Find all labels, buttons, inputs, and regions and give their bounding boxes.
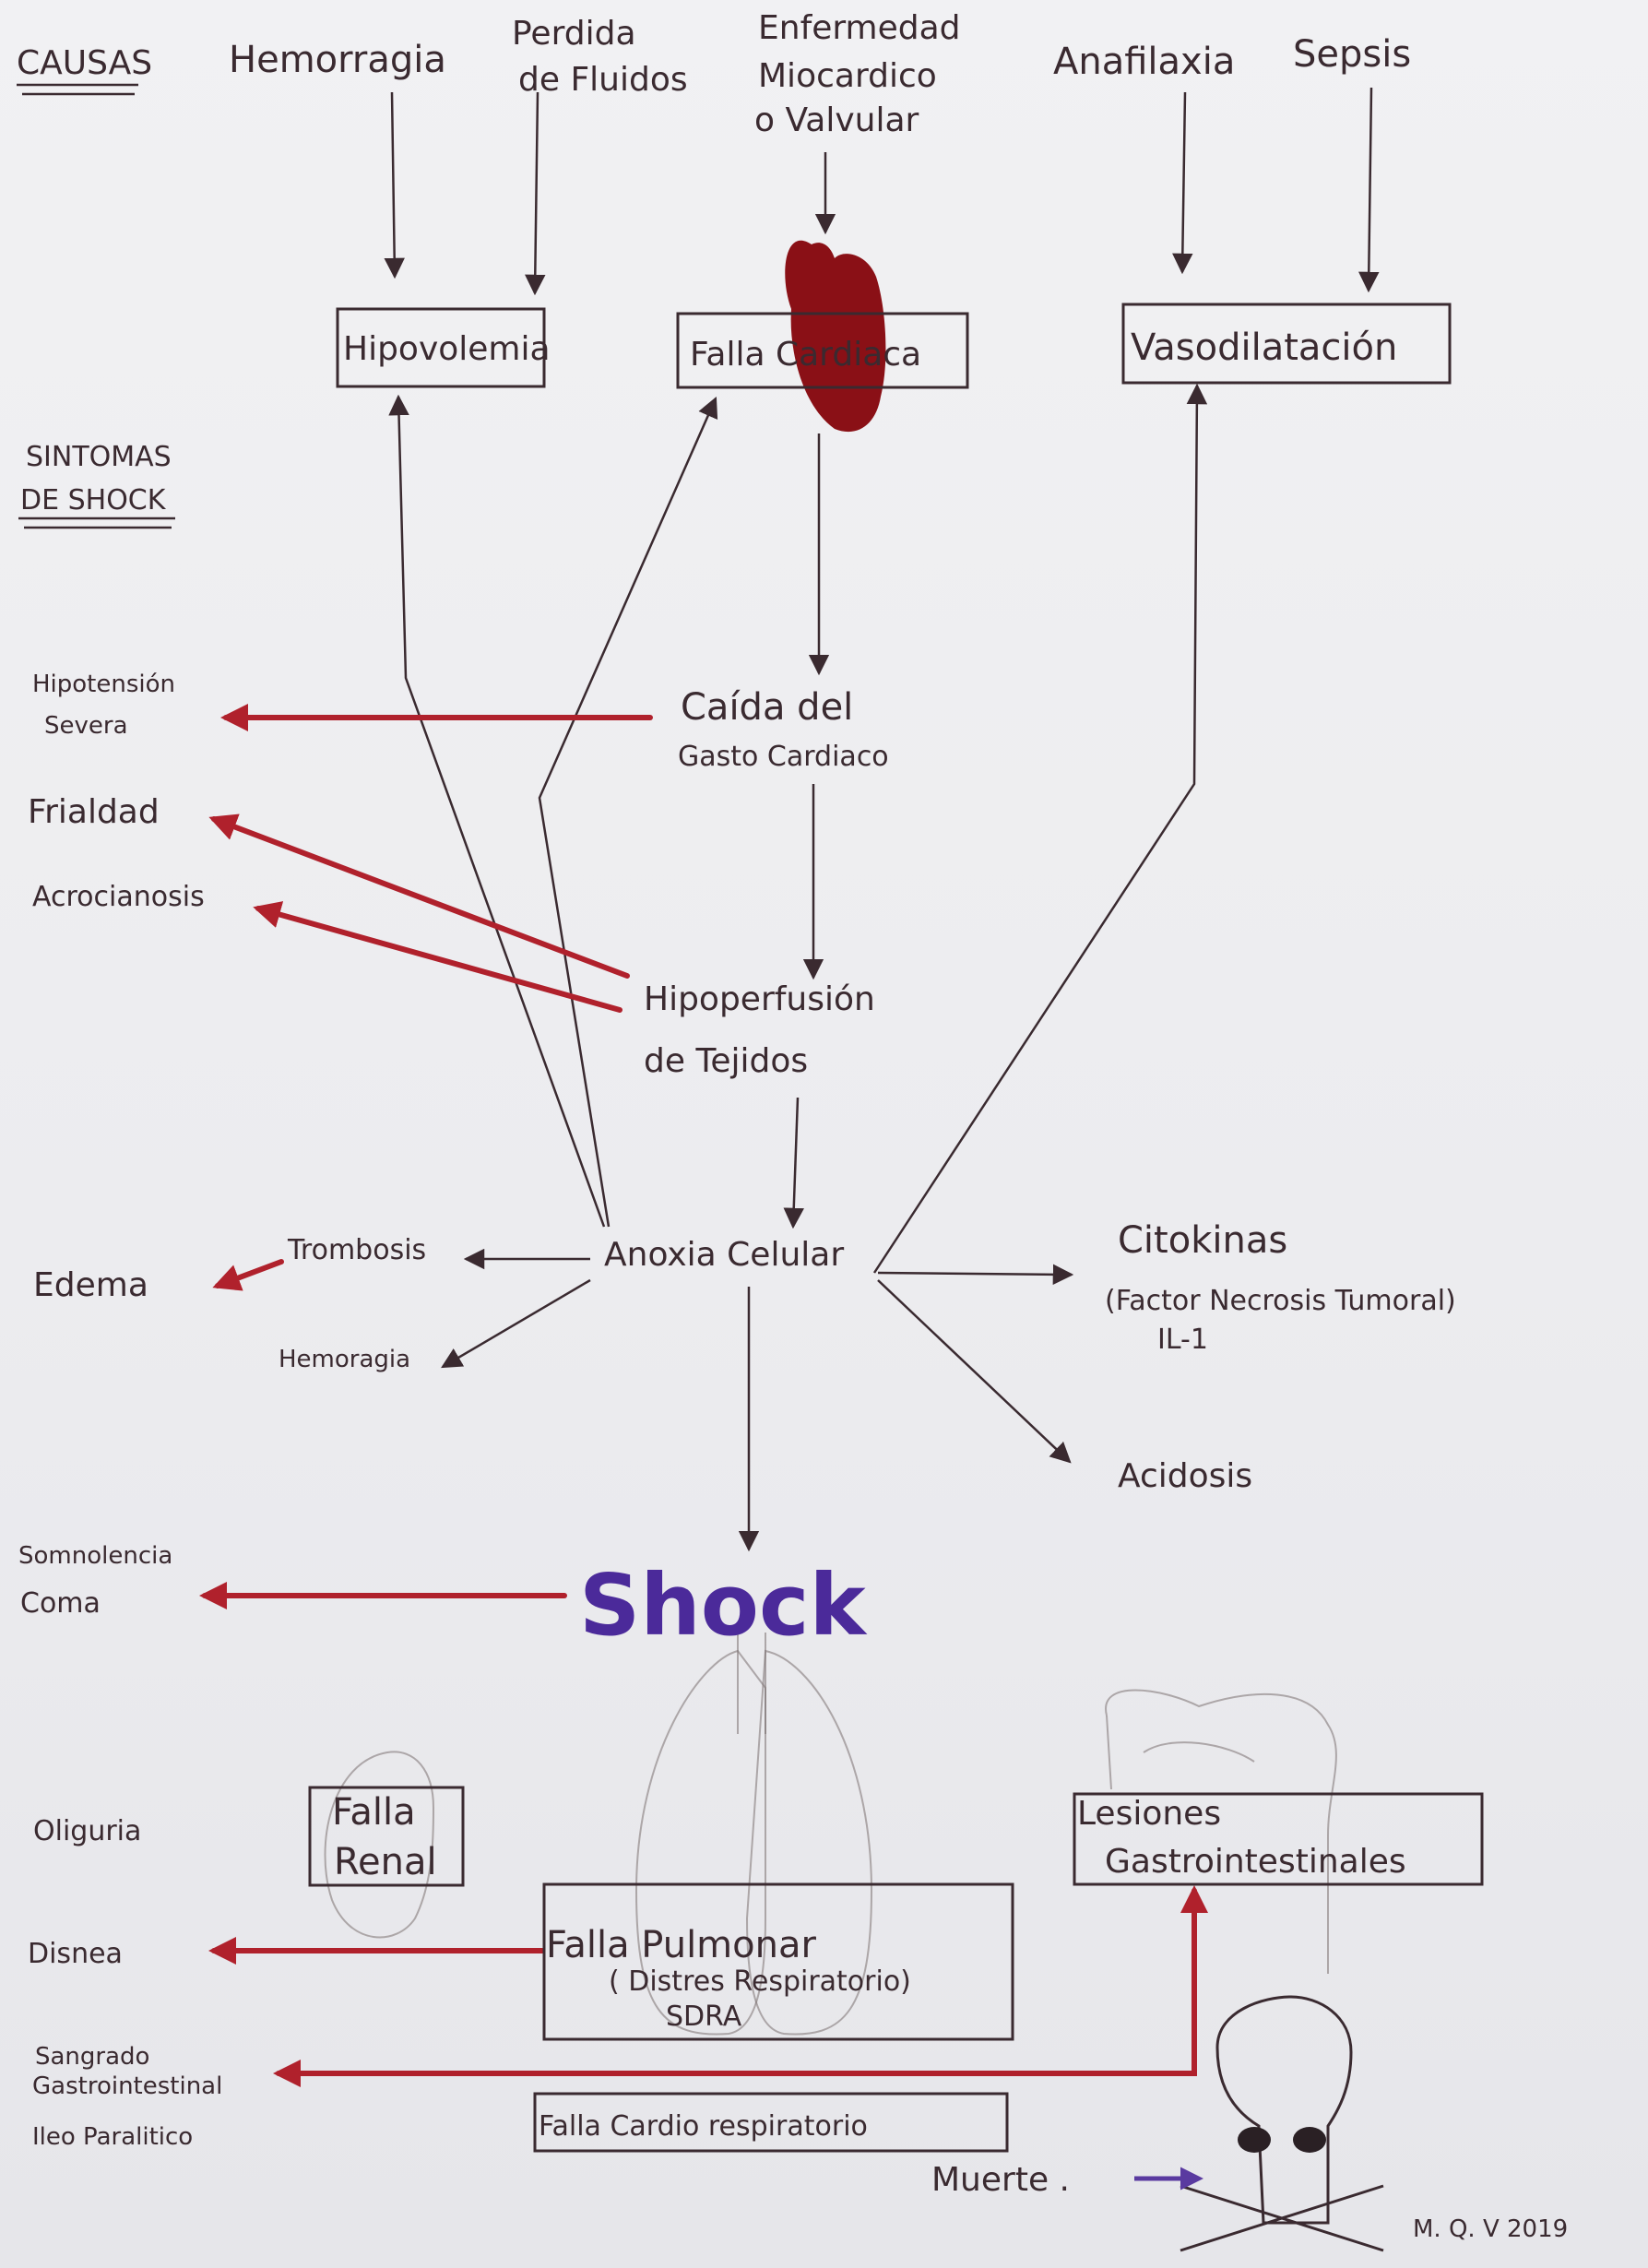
skull-icon xyxy=(1180,1995,1384,2252)
symptom-ileo: Ileo Paralitico xyxy=(32,2123,193,2151)
sintomas-underline xyxy=(18,517,175,529)
lesiones-label: Lesiones xyxy=(1077,1795,1221,1833)
symptom-disnea: Disnea xyxy=(28,1938,123,1970)
arrow-hemorragia-hipovolemia xyxy=(384,91,405,279)
arrow-hipoperfusion-anoxia xyxy=(783,1097,804,1229)
citokinas-label: Citokinas xyxy=(1118,1219,1287,1262)
falla-renal-label-line2: Renal xyxy=(334,1841,437,1883)
intestines-sketch xyxy=(1105,1689,1337,1974)
hemorragia-label: Hemoragia xyxy=(279,1346,410,1373)
arrow-perdida-hipovolemia xyxy=(525,91,546,296)
cause-enfermedad: Enfermedad xyxy=(758,9,961,47)
sintomas-heading-line2: DE SHOCK xyxy=(20,484,167,517)
cause-enfermedad-line2: Miocardico xyxy=(758,57,937,95)
hipoperfusion-label: Hipoperfusión xyxy=(644,980,875,1018)
cause-hemorragia: Hemorragia xyxy=(229,39,446,81)
box-falla-renal xyxy=(308,1786,465,1887)
box-hipovolemia xyxy=(336,307,546,388)
cause-sepsis: Sepsis xyxy=(1293,33,1411,76)
hipovolemia-label: Hipovolemia xyxy=(343,330,551,368)
factor-label: (Factor Necrosis Tumoral) xyxy=(1105,1285,1456,1317)
arrow-anoxia-citokinas xyxy=(877,1264,1074,1286)
shock-title: Shock xyxy=(579,1556,867,1655)
red-arrow-acrocianosis xyxy=(253,901,622,1013)
caida-label: Caída del xyxy=(681,686,853,729)
vasodilatacion-label: Vasodilatación xyxy=(1131,327,1397,369)
symptom-sangrado: Sangrado xyxy=(35,2043,149,2071)
red-arrow-frialdad xyxy=(208,813,630,979)
arrow-sepsis-vaso xyxy=(1358,87,1380,293)
cause-anafilaxia: Anafilaxia xyxy=(1053,41,1235,83)
symptom-somnolencia: Somnolencia xyxy=(18,1542,172,1570)
anoxia-label: Anoxia Celular xyxy=(604,1236,844,1274)
symptom-oliguria: Oliguria xyxy=(33,1815,141,1847)
arrow-anoxia-acidosis xyxy=(877,1279,1072,1464)
cause-perdida: Perdida xyxy=(512,15,636,53)
symptom-acrocianosis: Acrocianosis xyxy=(32,881,205,913)
falla-pulmonar-label-line3: SDRA xyxy=(666,2001,742,2033)
box-falla-cardiaca xyxy=(676,312,969,389)
arrow-anoxia-falla-cardiaca xyxy=(538,396,718,1228)
symptom-hipotension: Hipotensión xyxy=(32,671,175,698)
symptom-hipotension-line2: Severa xyxy=(44,712,128,740)
heart-icon xyxy=(785,240,886,433)
arrow-anoxia-hemorragia xyxy=(441,1278,591,1369)
box-falla-cardio xyxy=(533,2092,1009,2153)
lesiones-label-line2: Gastrointestinales xyxy=(1105,1843,1406,1881)
caida-label-line2: Gasto Cardiaco xyxy=(678,741,889,773)
symptom-frialdad: Frialdad xyxy=(28,793,160,831)
trombosis-label: Trombosis xyxy=(287,1234,426,1266)
hipoperfusion-label-line2: de Tejidos xyxy=(644,1042,808,1080)
sintomas-heading: SINTOMAS xyxy=(26,441,172,473)
falla-renal-label: Falla xyxy=(332,1791,416,1834)
symptom-coma: Coma xyxy=(20,1587,101,1620)
muerte-label: Muerte . xyxy=(931,2161,1070,2199)
box-falla-pulmonar xyxy=(542,1882,1014,2041)
signature: M. Q. V 2019 xyxy=(1413,2215,1568,2243)
causas-heading: CAUSAS xyxy=(17,44,152,82)
symptom-sangrado-line2: Gastrointestinal xyxy=(32,2072,222,2100)
cause-perdida-line2: de Fluidos xyxy=(518,61,688,99)
falla-cardio-label: Falla Cardio respiratorio xyxy=(539,2110,868,2143)
falla-cardiaca-label: Falla Cardiaca xyxy=(690,336,921,374)
cause-enfermedad-line3: o Valvular xyxy=(754,101,919,139)
arrow-anoxia-hipovolemia xyxy=(388,394,606,1228)
box-vasodilatacion xyxy=(1121,303,1452,385)
symptom-edema: Edema xyxy=(33,1266,148,1304)
box-lesiones xyxy=(1073,1792,1484,1886)
il1-label: IL-1 xyxy=(1157,1324,1208,1356)
falla-pulmonar-label-line2: ( Distres Respiratorio) xyxy=(609,1965,911,1998)
arrow-anafilaxia-vaso xyxy=(1172,91,1193,275)
falla-pulmonar-label: Falla Pulmonar xyxy=(546,1924,816,1966)
red-arrow-edema xyxy=(212,1259,284,1291)
causas-underline xyxy=(17,83,138,96)
lungs-sketch xyxy=(634,1633,873,2036)
acidosis-label: Acidosis xyxy=(1118,1457,1252,1495)
arrow-anoxia-vasodilatacion xyxy=(872,383,1208,1274)
